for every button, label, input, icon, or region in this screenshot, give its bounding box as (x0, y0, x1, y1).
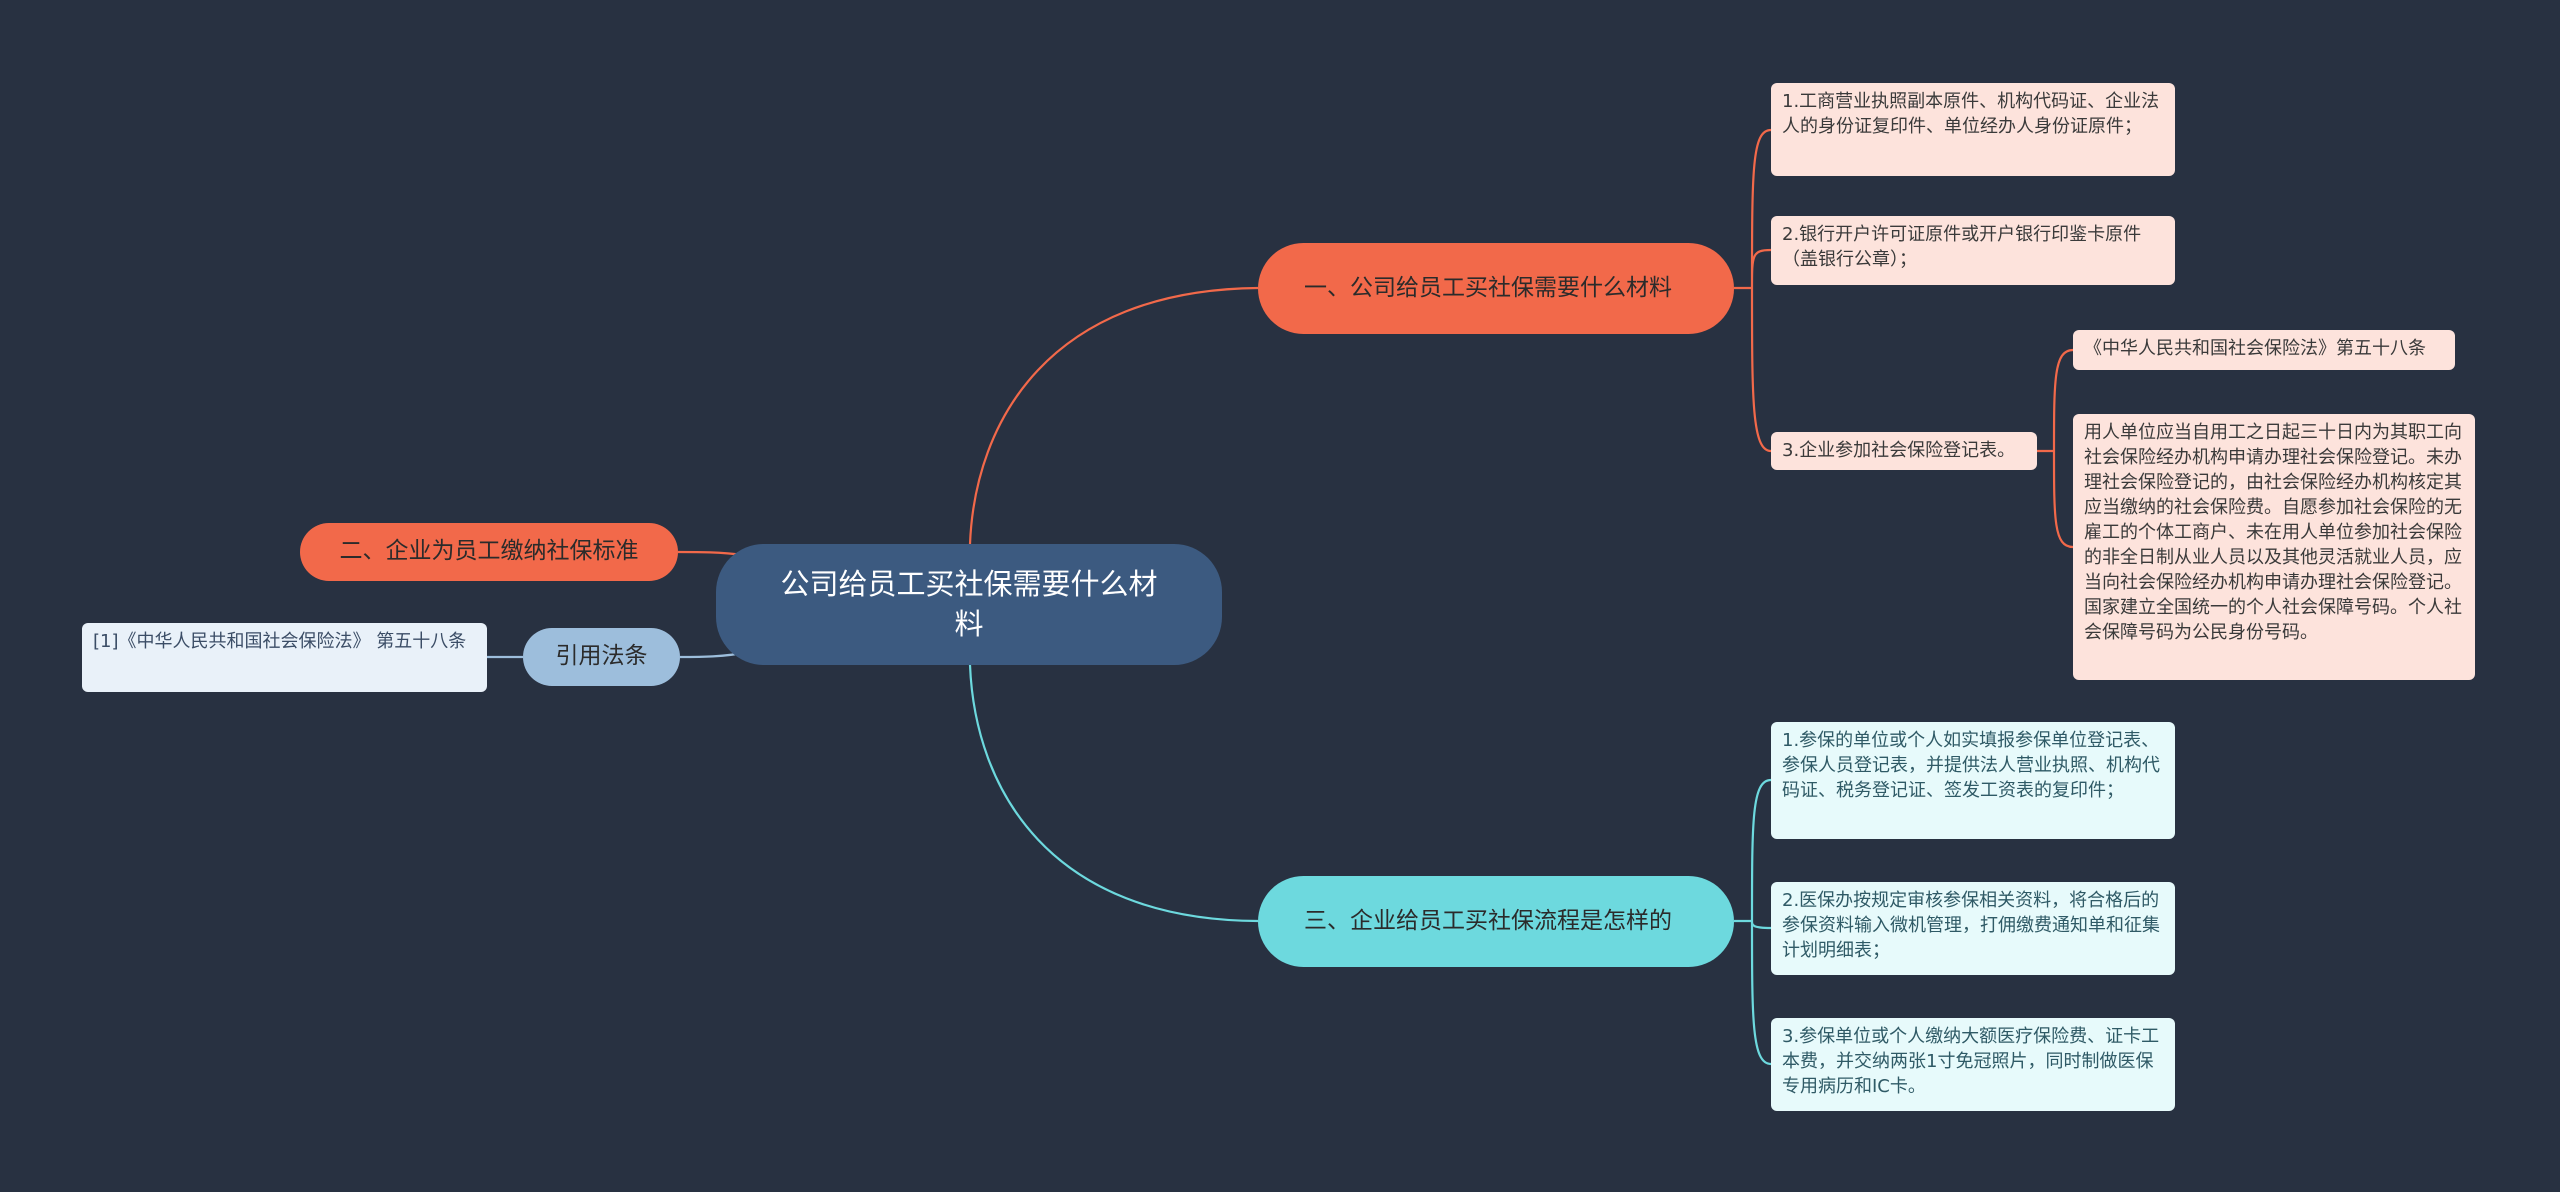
branch-standard[interactable]: 二、企业为员工缴纳社保标准 (300, 523, 678, 581)
process-item-3[interactable]: 3.参保单位或个人缴纳大额医疗保险费、证卡工本费，并交纳两张1寸免冠照片，同时制… (1771, 1018, 2175, 1111)
root-topic[interactable]: 公司给员工买社保需要什么材料 (716, 544, 1222, 665)
branch-citation[interactable]: 引用法条 (523, 628, 680, 686)
link-root-materials (968, 286, 1259, 545)
materials-item-3[interactable]: 3.企业参加社会保险登记表。 (1771, 432, 2037, 470)
process-item-2[interactable]: 2.医保办按规定审核参保相关资料，将合格后的参保资料输入微机管理，打佣缴费通知单… (1771, 882, 2175, 975)
link-item3-sub (2037, 348, 2074, 549)
materials-item-2[interactable]: 2.银行开户许可证原件或开户银行印鉴卡原件（盖银行公章）； (1771, 216, 2175, 285)
materials-item-1[interactable]: 1.工商营业执照副本原件、机构代码证、企业法人的身份证复印件、单位经办人身份证原… (1771, 83, 2175, 176)
law-title[interactable]: 《中华人民共和国社会保险法》第五十八条 (2073, 330, 2455, 370)
citation-item-1[interactable]: [1]《中华人民共和国社会保险法》 第五十八条 (82, 623, 487, 692)
link-process-items (1734, 778, 1772, 1066)
link-materials-items (1734, 128, 1772, 453)
branch-materials[interactable]: 一、公司给员工买社保需要什么材料 (1258, 243, 1734, 334)
law-text[interactable]: 用人单位应当自用工之日起三十日内为其职工向社会保险经办机构申请办理社会保险登记。… (2073, 414, 2475, 680)
link-root-process (968, 664, 1259, 923)
process-item-1[interactable]: 1.参保的单位或个人如实填报参保单位登记表、参保人员登记表，并提供法人营业执照、… (1771, 722, 2175, 839)
branch-process[interactable]: 三、企业给员工买社保流程是怎样的 (1258, 876, 1734, 967)
